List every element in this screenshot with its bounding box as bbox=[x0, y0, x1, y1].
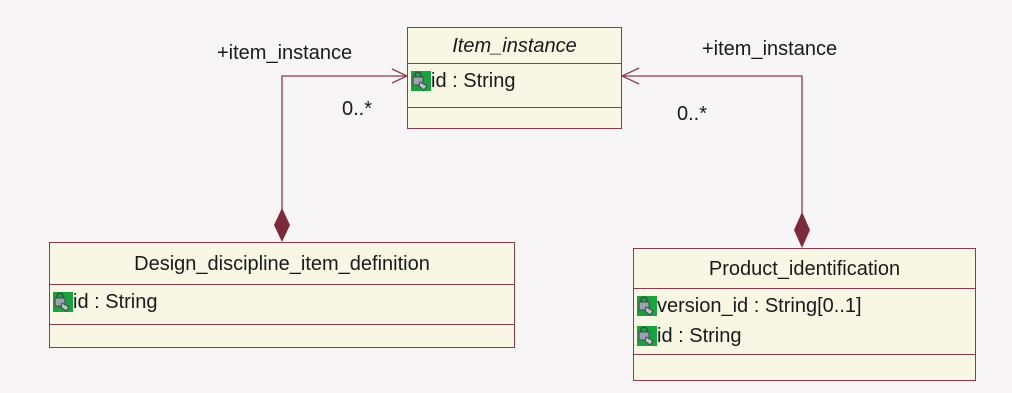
attribute-icon bbox=[411, 71, 431, 91]
navigation-arrow-right bbox=[620, 67, 640, 85]
attribute-text: id : String bbox=[431, 69, 516, 92]
attribute-icon bbox=[53, 292, 73, 312]
multiplicity-label-left: 0..* bbox=[342, 98, 373, 120]
attribute-compartment: id : String bbox=[50, 285, 514, 325]
class-name: Item_instance bbox=[408, 28, 621, 64]
attribute-row[interactable]: id : String bbox=[408, 66, 621, 96]
composition-diamond-left bbox=[274, 208, 290, 242]
attribute-row[interactable]: version_id : String[0..1] bbox=[634, 291, 975, 321]
composition-diamond-right bbox=[794, 212, 810, 248]
class-item-instance[interactable]: Item_instance id : String bbox=[407, 27, 622, 129]
class-name: Product_identification bbox=[634, 249, 975, 289]
class-name: Design_discipline_item_definition bbox=[50, 243, 514, 285]
class-design-discipline-item-definition[interactable]: Design_discipline_item_definition id : S… bbox=[49, 242, 515, 348]
association-left[interactable] bbox=[274, 68, 409, 242]
attribute-text: id : String bbox=[73, 290, 158, 313]
attribute-compartment: id : String bbox=[408, 64, 621, 108]
attribute-icon bbox=[637, 326, 657, 346]
attribute-icon bbox=[637, 296, 657, 316]
association-right[interactable] bbox=[620, 67, 810, 248]
attribute-compartment: version_id : String[0..1] id : String bbox=[634, 289, 975, 355]
attribute-text: id : String bbox=[657, 324, 742, 347]
role-label-left: +item_instance bbox=[217, 42, 353, 64]
attribute-row[interactable]: id : String bbox=[50, 287, 514, 317]
class-product-identification[interactable]: Product_identification version_id : Stri… bbox=[633, 248, 976, 381]
multiplicity-label-right: 0..* bbox=[677, 103, 708, 125]
attribute-text: version_id : String[0..1] bbox=[657, 294, 862, 317]
attribute-row[interactable]: id : String bbox=[634, 321, 975, 351]
role-label-right: +item_instance bbox=[702, 38, 838, 60]
